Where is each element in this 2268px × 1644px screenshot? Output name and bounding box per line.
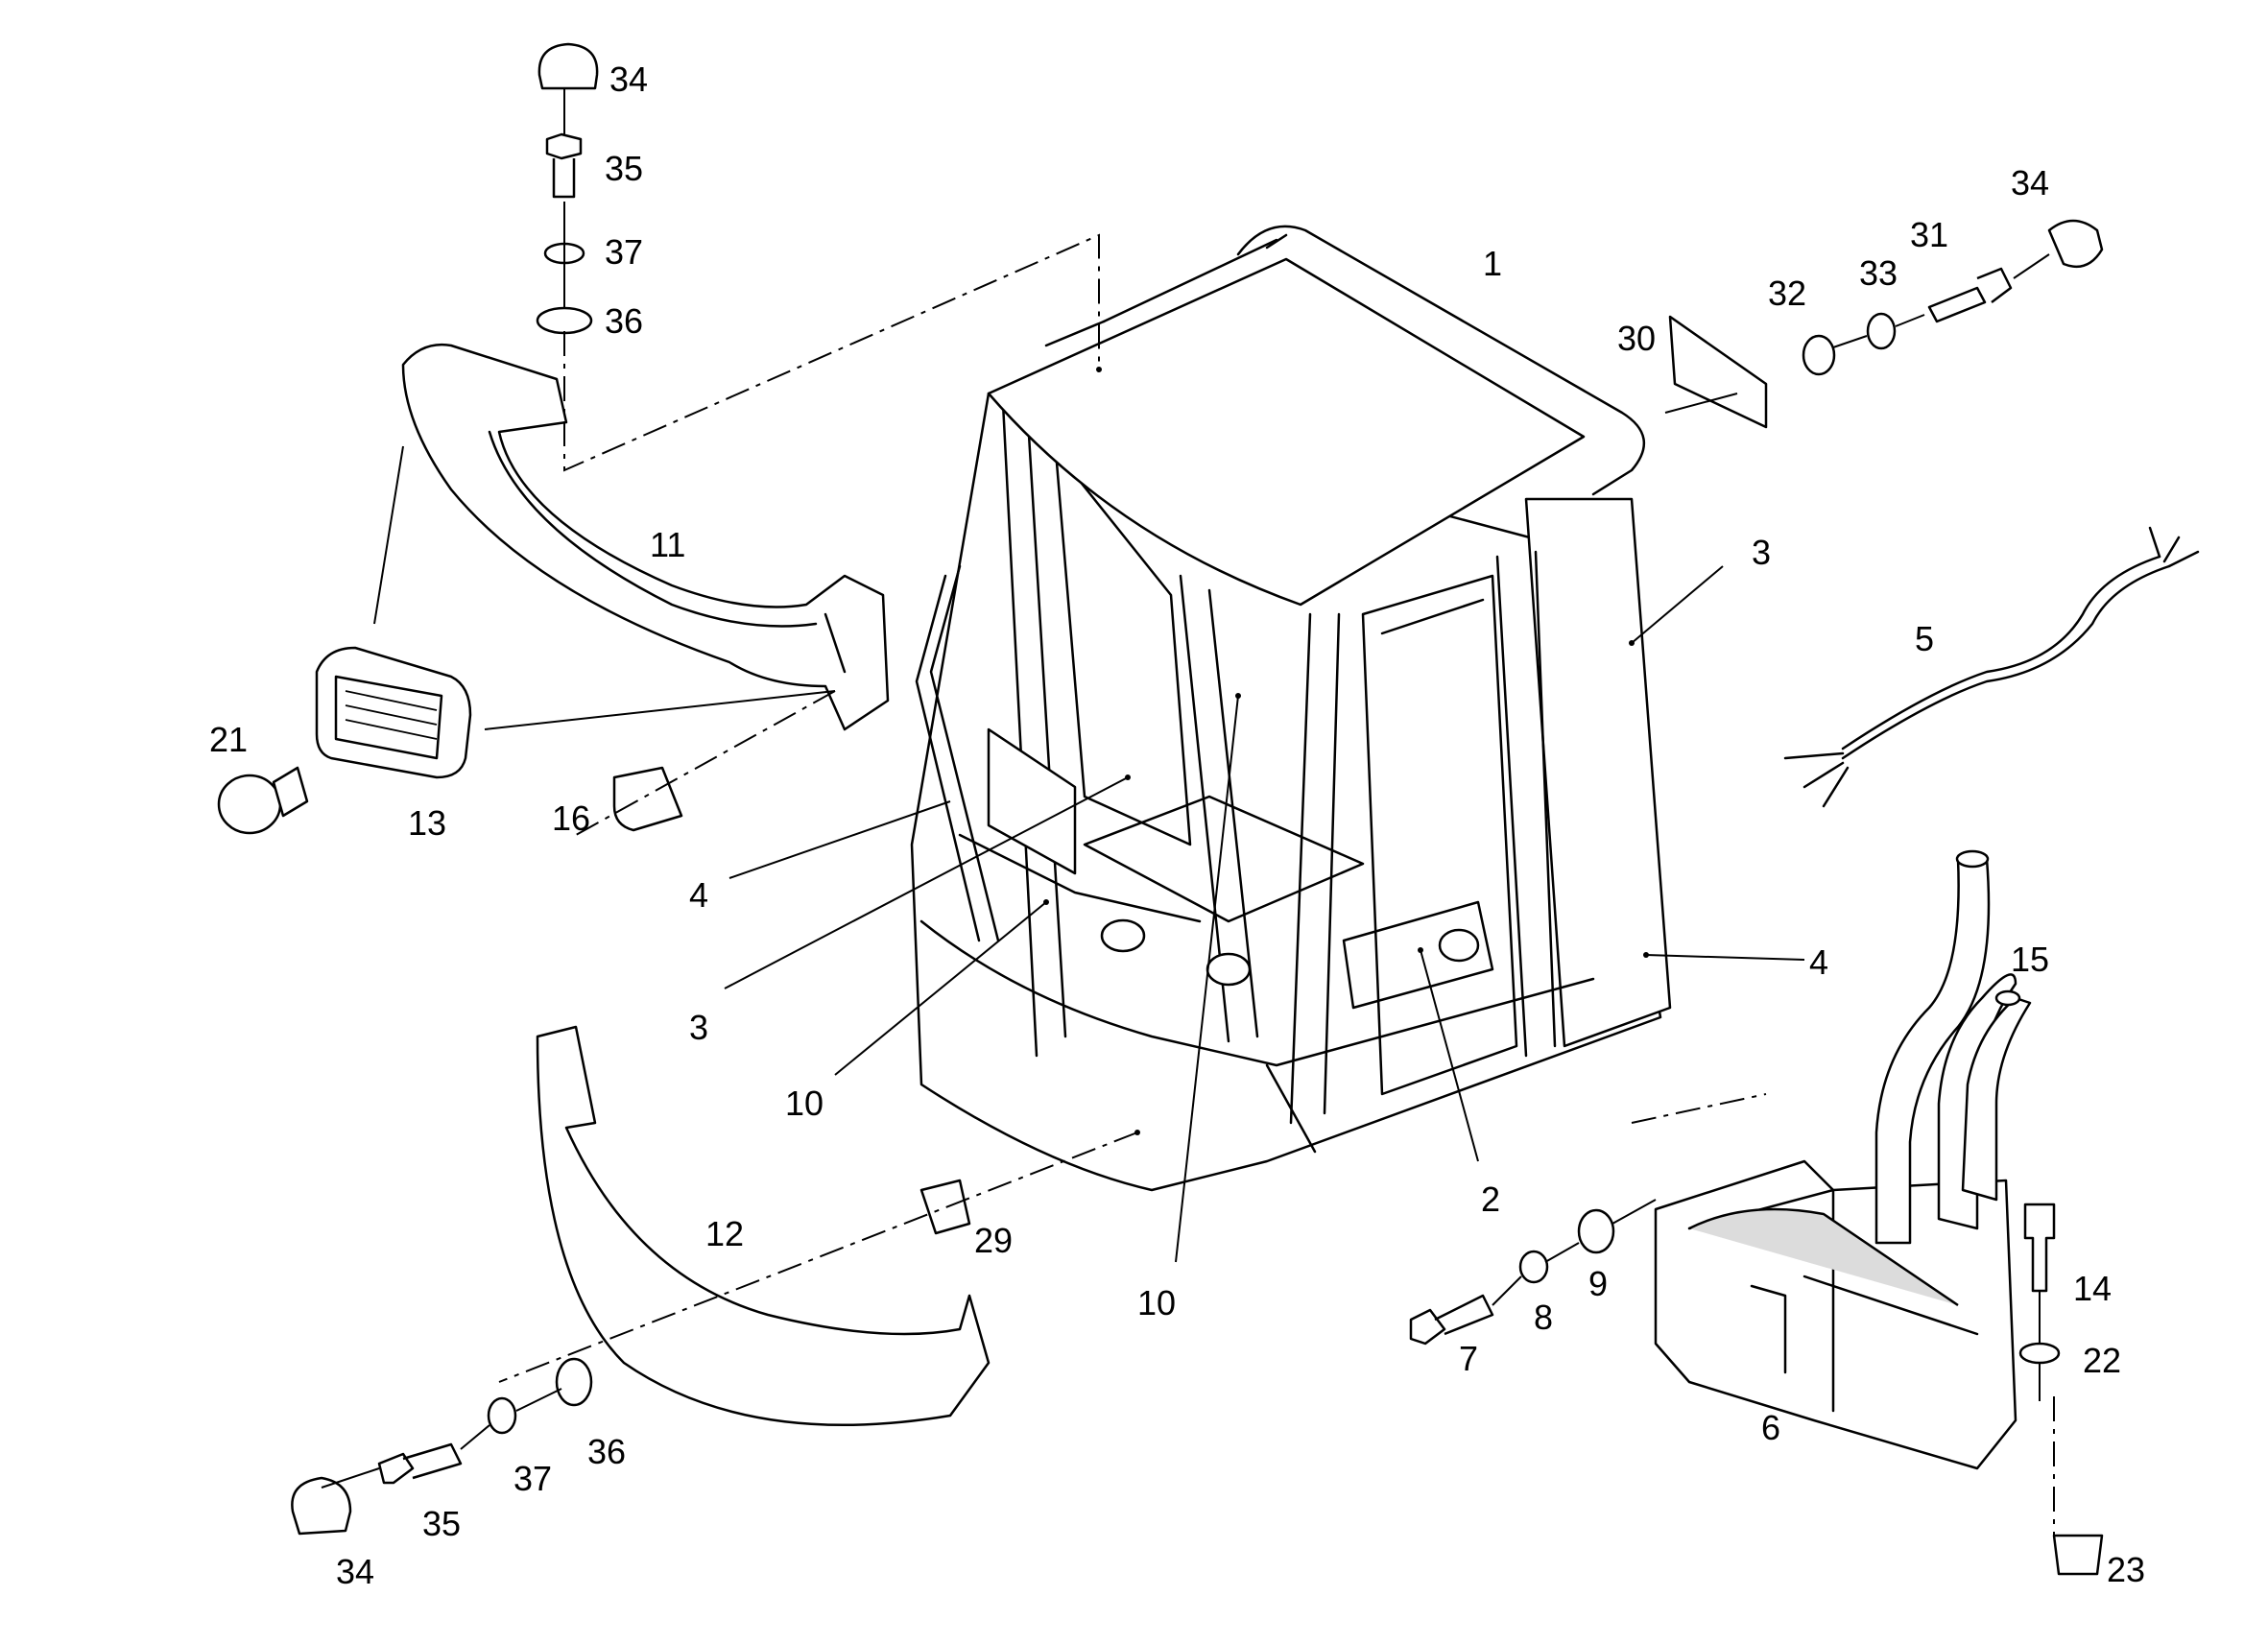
wiring-harness bbox=[1783, 526, 2200, 808]
callout-6: 6 bbox=[1761, 1408, 1780, 1447]
clip-16 bbox=[612, 766, 683, 832]
callout-14: 14 bbox=[2073, 1269, 2112, 1308]
callout-31: 31 bbox=[1910, 215, 1948, 254]
leader-lines bbox=[724, 565, 1805, 1263]
bolt-top-left bbox=[545, 132, 583, 199]
callout-12: 12 bbox=[705, 1214, 744, 1253]
washer-8 bbox=[1518, 1250, 1549, 1284]
callout-10-left: 10 bbox=[785, 1084, 824, 1123]
callout-4-right: 4 bbox=[1809, 942, 1828, 982]
callout-37-top: 37 bbox=[605, 232, 643, 272]
callout-4-left: 4 bbox=[689, 875, 708, 915]
callout-13: 13 bbox=[408, 803, 446, 843]
callout-35-top: 35 bbox=[605, 149, 643, 188]
front-light-bar bbox=[401, 343, 890, 731]
callout-labels: 1 2 3 3 4 4 5 6 7 8 9 10 10 11 12 13 14 … bbox=[209, 60, 2145, 1591]
callout-1: 1 bbox=[1483, 244, 1502, 283]
cap-top-left bbox=[537, 42, 599, 90]
bolt-7 bbox=[1409, 1294, 1494, 1346]
callout-15: 15 bbox=[2011, 940, 2049, 979]
assembly-lines bbox=[321, 88, 2055, 1536]
callout-22: 22 bbox=[2083, 1341, 2121, 1380]
callout-36-top: 36 bbox=[605, 301, 643, 341]
callout-29: 29 bbox=[974, 1221, 1013, 1260]
callout-33: 33 bbox=[1859, 253, 1898, 293]
plug-23 bbox=[2052, 1534, 2104, 1576]
lower-skirt-panel bbox=[536, 1025, 991, 1426]
washer-36-bottom bbox=[555, 1357, 593, 1407]
callout-37-bottom: 37 bbox=[513, 1459, 552, 1498]
washer-37-bottom bbox=[487, 1396, 517, 1435]
work-light bbox=[315, 646, 472, 779]
callout-16: 16 bbox=[552, 798, 590, 838]
callout-34-top-left: 34 bbox=[609, 60, 648, 99]
bolt-31 bbox=[1927, 267, 2013, 323]
callout-3-left: 3 bbox=[689, 1008, 708, 1047]
callout-10-center: 10 bbox=[1137, 1283, 1176, 1322]
callout-7: 7 bbox=[1459, 1339, 1478, 1378]
callout-34-bottom: 34 bbox=[336, 1552, 374, 1591]
cap-top-right bbox=[2047, 219, 2104, 269]
screw-14 bbox=[2023, 1203, 2056, 1293]
clip-29 bbox=[919, 1179, 971, 1235]
washer-9 bbox=[1577, 1208, 1615, 1254]
callout-30: 30 bbox=[1617, 319, 1656, 358]
washer-32 bbox=[1802, 334, 1836, 376]
callout-9: 9 bbox=[1588, 1264, 1608, 1303]
washer-36-top bbox=[536, 306, 593, 335]
washer-22 bbox=[2018, 1342, 2061, 1365]
heater-unit bbox=[1654, 849, 2032, 1470]
callout-23: 23 bbox=[2107, 1550, 2145, 1589]
cab-assembly bbox=[910, 225, 1672, 1192]
callout-8: 8 bbox=[1534, 1298, 1553, 1337]
callout-21: 21 bbox=[209, 720, 248, 759]
callout-35-bottom: 35 bbox=[422, 1504, 461, 1543]
bolt-bottom-left bbox=[377, 1442, 463, 1485]
plate-30 bbox=[1668, 315, 1768, 429]
callout-2: 2 bbox=[1481, 1179, 1500, 1219]
callout-3-right: 3 bbox=[1752, 533, 1771, 572]
callout-11: 11 bbox=[650, 525, 685, 564]
callout-36-bottom: 36 bbox=[587, 1432, 626, 1471]
callout-5: 5 bbox=[1915, 619, 1934, 658]
callout-34-top-right: 34 bbox=[2011, 163, 2049, 203]
washer-33 bbox=[1866, 312, 1897, 350]
light-bulb bbox=[217, 766, 309, 835]
callout-32: 32 bbox=[1768, 274, 1806, 313]
cap-bottom-left bbox=[291, 1476, 352, 1536]
